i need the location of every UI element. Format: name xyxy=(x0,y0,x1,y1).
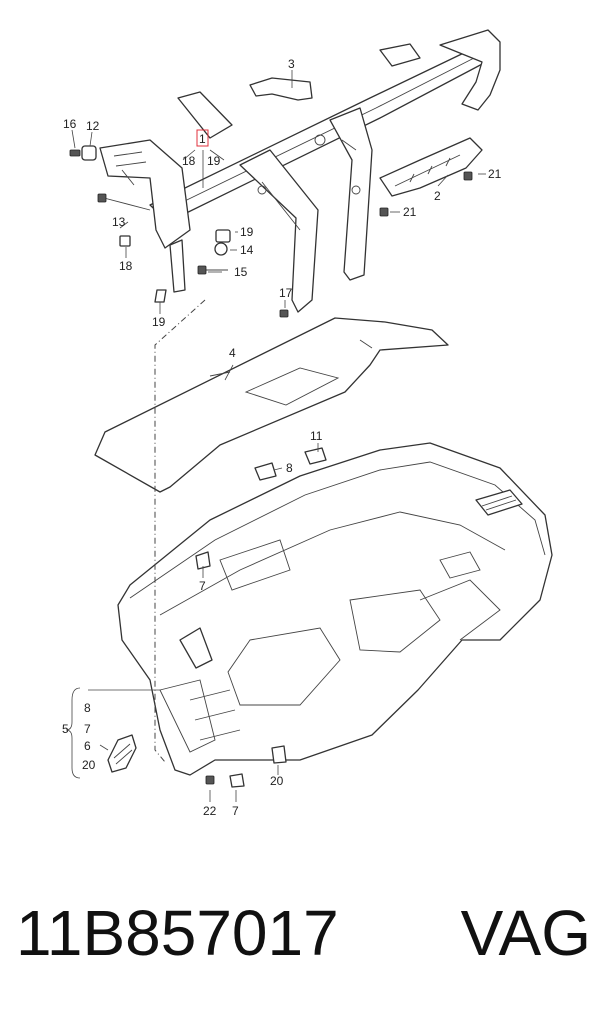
part-number: 11B857017 xyxy=(16,897,339,969)
brand-label: VAG xyxy=(460,897,591,969)
callout-11: 11 xyxy=(310,429,323,443)
dashboard-assembly xyxy=(117,442,553,776)
callout-2: 2 xyxy=(434,189,441,203)
callout-19-lower: 19 xyxy=(152,315,166,329)
callout-17: 17 xyxy=(279,286,293,300)
callout-8-lower: 8 xyxy=(84,701,91,715)
callout-8-upper: 8 xyxy=(286,461,293,475)
callout-18-lower: 18 xyxy=(119,259,133,273)
leader-lines xyxy=(71,70,486,802)
dashboard-clips xyxy=(107,447,327,788)
fasteners-upper xyxy=(69,145,473,318)
callout-12: 12 xyxy=(86,119,100,133)
callout-19-right: 19 xyxy=(240,225,254,239)
callout-15: 15 xyxy=(234,265,248,279)
callout-20-left: 20 xyxy=(82,758,96,772)
callout-7-bottom: 7 xyxy=(232,804,239,818)
callout-21-lower: 21 xyxy=(403,205,417,219)
group-brace xyxy=(65,687,81,779)
callout-19-upper: 19 xyxy=(207,154,221,168)
callout-labels: 1 18 19 3 2 21 21 16 12 13 18 19 14 15 1… xyxy=(62,57,502,818)
callout-21-right: 21 xyxy=(488,167,502,181)
dash-insulator-panel xyxy=(94,317,449,493)
callout-18-upper: 18 xyxy=(182,154,196,168)
callout-16: 16 xyxy=(63,117,77,131)
reference-line xyxy=(154,299,206,763)
callout-5: 5 xyxy=(62,722,69,736)
callout-20-right: 20 xyxy=(270,774,284,788)
callout-22: 22 xyxy=(203,804,217,818)
callout-7-upper: 7 xyxy=(199,579,206,593)
callout-7-lower: 7 xyxy=(84,722,91,736)
callout-3: 3 xyxy=(288,57,295,71)
callout-14: 14 xyxy=(240,243,254,257)
exploded-parts-diagram: 1 18 19 3 2 21 21 16 12 13 18 19 14 15 1… xyxy=(62,29,553,818)
footer: 11B857017 VAG xyxy=(16,893,591,973)
callout-13: 13 xyxy=(112,215,126,229)
callout-6: 6 xyxy=(84,739,91,753)
highlight-box-1 xyxy=(196,129,209,147)
cross-car-beam xyxy=(99,29,501,313)
callout-1: 1 xyxy=(199,132,206,146)
bracket-3 xyxy=(249,77,313,101)
callout-4: 4 xyxy=(229,346,236,360)
